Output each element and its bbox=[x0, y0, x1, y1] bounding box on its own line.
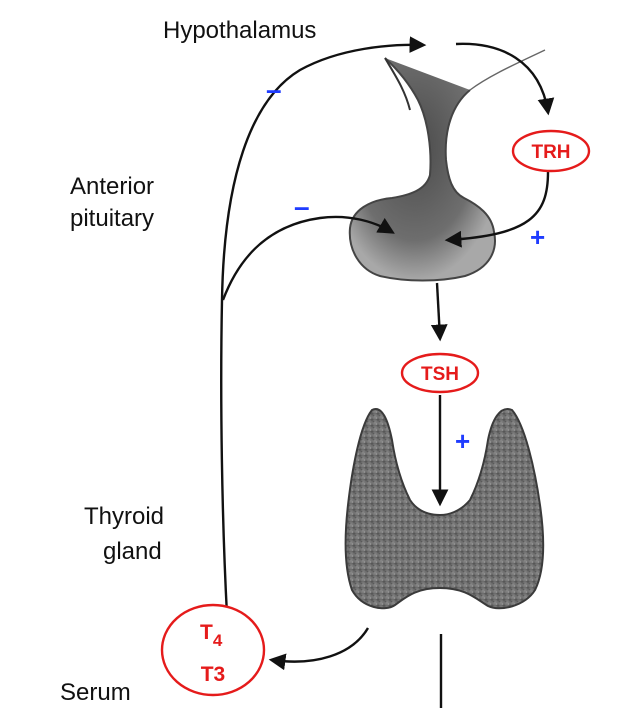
positive-sign-tsh: + bbox=[455, 426, 470, 456]
anterior-pituitary-label-line1: Anterior bbox=[70, 173, 154, 200]
thyroid-gland-shape bbox=[346, 409, 544, 608]
trh-text: TRH bbox=[531, 142, 570, 163]
t4-t3-badge: T4 T3 bbox=[162, 605, 264, 695]
thyroid-gland-label-line1: Thyroid bbox=[84, 503, 164, 530]
pituitary-illustration bbox=[350, 50, 545, 281]
serum-label: Serum bbox=[60, 679, 131, 706]
hypothalamus-to-trh-arrow bbox=[456, 44, 548, 112]
thyroid-to-serum-arrow bbox=[272, 628, 368, 662]
tsh-text: TSH bbox=[421, 364, 459, 385]
anterior-pituitary-label-line2: pituitary bbox=[70, 205, 154, 232]
hypothalamus-label: Hypothalamus bbox=[163, 17, 316, 44]
t3-text: T3 bbox=[201, 663, 226, 686]
trh-badge: TRH bbox=[513, 131, 589, 171]
pituitary-to-tsh-arrow bbox=[437, 283, 440, 338]
thyroid-gland-label-line2: gland bbox=[103, 538, 162, 565]
negative-sign-pituitary: – bbox=[294, 191, 310, 222]
pituitary-body bbox=[350, 58, 495, 281]
tsh-badge: TSH bbox=[402, 354, 478, 392]
pituitary-stalk-right bbox=[470, 50, 545, 90]
positive-sign-trh: + bbox=[530, 222, 545, 252]
negative-sign-hypothalamus: – bbox=[266, 74, 282, 105]
